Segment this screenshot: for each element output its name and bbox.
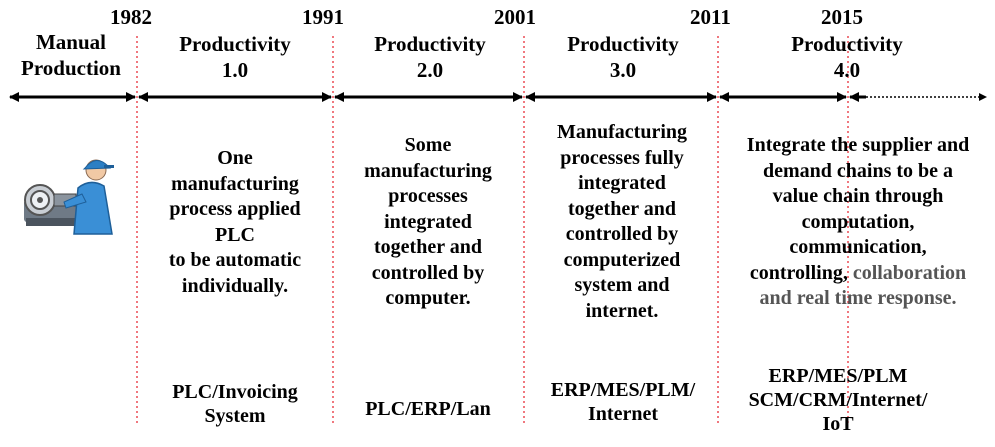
description-line: together and bbox=[374, 236, 482, 258]
era-title-line: Productivity bbox=[791, 32, 903, 56]
era-tech-productivity-2: PLC/ERP/Lan bbox=[340, 397, 516, 421]
year-label-1982: 1982 bbox=[110, 5, 152, 29]
tech-line: SCM/CRM/Internet/ bbox=[748, 389, 928, 411]
tech-line: IoT bbox=[822, 413, 854, 435]
era-title-line: Productivity bbox=[374, 32, 486, 56]
description-line: computerized bbox=[563, 248, 681, 271]
description-line: controlled by bbox=[565, 223, 679, 245]
year-label-1991: 1991 bbox=[302, 5, 344, 29]
description-line: internet. bbox=[585, 299, 659, 322]
era-description-productivity-2: Some manufacturing processes integrated … bbox=[340, 133, 516, 312]
worker-at-machine-icon bbox=[24, 159, 114, 235]
description-line: PLC bbox=[215, 223, 255, 246]
tech-line: ERP/MES/PLM/ bbox=[550, 379, 696, 401]
era-description-productivity-4: Integrate the supplier and demand chains… bbox=[724, 133, 992, 312]
description-line: processes fully bbox=[560, 146, 684, 169]
tech-line: PLC/ERP/Lan bbox=[365, 398, 491, 420]
description-line-muted: and real time response. bbox=[759, 287, 957, 309]
description-line: One bbox=[217, 147, 253, 169]
era-description-productivity-1: One manufacturing process applied PLC to… bbox=[147, 146, 323, 299]
description-line: computation, bbox=[801, 210, 915, 233]
description-fragment: controlling, bbox=[749, 261, 853, 284]
era-title-line: 3.0 bbox=[609, 58, 637, 82]
era-title-manual: Manual Production bbox=[6, 29, 136, 81]
tech-line: Internet bbox=[588, 403, 658, 425]
year-label-2015: 2015 bbox=[821, 5, 863, 29]
description-line: communication, bbox=[789, 236, 927, 258]
era-tech-productivity-3: ERP/MES/PLM/ Internet bbox=[530, 378, 716, 426]
description-line: computer. bbox=[385, 287, 471, 309]
era-title-productivity-3: Productivity 3.0 bbox=[548, 31, 698, 83]
era-title-line: 1.0 bbox=[221, 58, 249, 82]
description-line: controlling, collaboration bbox=[724, 261, 992, 287]
era-title-line: Productivity bbox=[179, 32, 291, 56]
description-line: individually. bbox=[181, 274, 289, 297]
tech-line: PLC/Invoicing bbox=[172, 381, 298, 403]
description-line: value chain through bbox=[772, 185, 944, 207]
description-line: controlled by bbox=[371, 261, 485, 284]
era-title-line: Manual bbox=[35, 30, 106, 54]
era-description-productivity-3: Manufacturing processes fully integrated… bbox=[530, 120, 714, 324]
era-title-line: Production bbox=[21, 56, 121, 80]
description-line: system and bbox=[574, 274, 670, 296]
description-fragment-muted: collaboration bbox=[852, 261, 967, 284]
description-line: manufacturing bbox=[364, 159, 492, 182]
description-line: manufacturing bbox=[171, 172, 299, 195]
description-line: integrated bbox=[384, 210, 472, 233]
era-title-line: 4.0 bbox=[833, 58, 861, 82]
era-tech-productivity-1: PLC/Invoicing System bbox=[147, 380, 323, 428]
tech-line: ERP/MES/PLM bbox=[768, 365, 908, 387]
year-label-2011: 2011 bbox=[690, 5, 731, 29]
description-line: Some bbox=[404, 134, 452, 156]
era-title-line: Productivity bbox=[567, 32, 679, 56]
era-title-line: 2.0 bbox=[416, 58, 444, 82]
description-line: Manufacturing bbox=[557, 121, 687, 143]
tech-line: System bbox=[204, 405, 266, 427]
description-line: to be automatic bbox=[168, 249, 302, 271]
description-line: process applied bbox=[169, 198, 301, 220]
description-line: processes bbox=[388, 185, 468, 207]
era-title-productivity-4: Productivity 4.0 bbox=[772, 31, 922, 83]
description-line: integrated bbox=[578, 172, 666, 194]
era-tech-productivity-4: ERP/MES/PLM SCM/CRM/Internet/ IoT bbox=[738, 364, 938, 436]
description-line: together and bbox=[568, 197, 676, 220]
era-title-productivity-1: Productivity 1.0 bbox=[160, 31, 310, 83]
description-line: Integrate the supplier and bbox=[746, 134, 970, 156]
year-label-2001: 2001 bbox=[494, 5, 536, 29]
era-title-productivity-2: Productivity 2.0 bbox=[355, 31, 505, 83]
description-line: demand chains to be a bbox=[762, 159, 954, 182]
